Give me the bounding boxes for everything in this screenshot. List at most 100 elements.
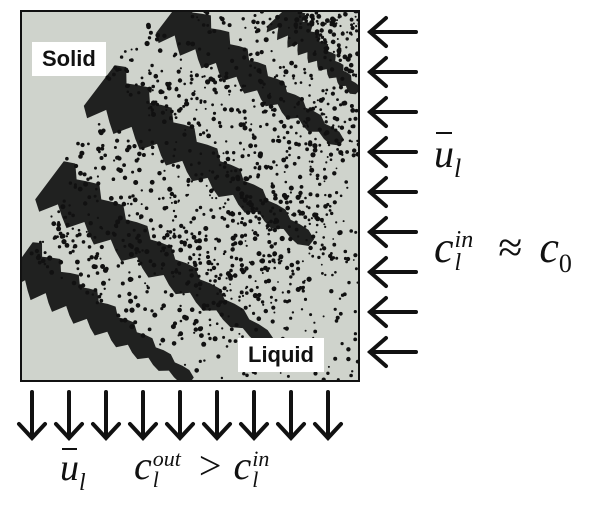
liquid-dot	[257, 210, 262, 215]
stipple-dot	[83, 181, 89, 187]
stipple-dot	[124, 308, 129, 313]
stipple-dot	[256, 316, 262, 322]
liquid-dot	[279, 97, 284, 102]
stipple-dot	[197, 19, 200, 22]
stipple-dot	[108, 196, 114, 201]
stipple-dot	[179, 67, 182, 70]
stipple-dot	[343, 120, 347, 124]
stipple-dot	[248, 175, 252, 179]
stipple-dot	[255, 39, 259, 43]
liquid-dot	[267, 240, 272, 244]
liquid-dot	[238, 257, 243, 262]
stipple-dot	[196, 16, 199, 19]
stipple-dot	[271, 190, 276, 194]
stipple-dot	[268, 104, 274, 109]
liquid-dot	[324, 120, 328, 124]
liquid-dot	[265, 109, 268, 113]
liquid-dot	[169, 196, 172, 199]
stipple-dot	[324, 92, 328, 95]
stipple-dot	[327, 143, 331, 147]
stipple-dot	[245, 291, 249, 295]
liquid-dot	[304, 279, 306, 282]
liquid-dot	[217, 121, 222, 125]
outflow-velocity: ul	[60, 447, 86, 496]
liquid-dot	[308, 192, 313, 197]
stipple-dot	[211, 215, 216, 219]
stipple-dot	[192, 253, 196, 257]
liquid-dot	[318, 143, 322, 147]
stipple-dot	[295, 260, 300, 265]
stipple-dot	[148, 218, 154, 223]
liquid-dot	[335, 167, 338, 170]
stipple-dot	[347, 53, 353, 58]
stipple-dot	[211, 103, 215, 107]
liquid-dot	[265, 223, 270, 229]
stipple-dot	[224, 84, 229, 90]
liquid-dot	[313, 240, 317, 245]
stipple-dot	[197, 257, 201, 261]
stipple-dot	[249, 64, 253, 68]
stipple-dot	[65, 235, 68, 238]
liquid-dot	[311, 254, 315, 258]
stipple-dot	[348, 139, 352, 143]
liquid-dot	[198, 132, 203, 137]
stipple-dot	[170, 270, 175, 275]
stipple-dot	[298, 12, 302, 15]
liquid-dot	[261, 86, 264, 89]
stipple-dot	[149, 90, 152, 93]
liquid-dot	[269, 219, 273, 224]
liquid-dot	[188, 149, 192, 153]
stipple-dot	[152, 234, 156, 239]
stipple-dot	[96, 216, 99, 219]
liquid-dot	[351, 153, 356, 158]
liquid-dot	[255, 161, 259, 166]
liquid-dot	[175, 86, 179, 90]
stipple-dot	[198, 123, 202, 127]
stipple-dot	[286, 290, 291, 294]
liquid-dot	[331, 273, 334, 277]
liquid-dot	[247, 153, 251, 157]
stipple-dot	[198, 253, 202, 257]
stipple-dot	[80, 283, 86, 288]
stipple-dot	[259, 12, 264, 14]
stipple-dot	[211, 265, 217, 271]
liquid-dot	[313, 329, 318, 334]
liquid-dot	[303, 215, 308, 220]
liquid-dot	[273, 311, 276, 314]
stipple-dot	[348, 117, 352, 122]
stipple-dot	[239, 168, 243, 172]
stipple-dot	[62, 199, 66, 203]
liquid-dot	[345, 150, 349, 154]
stipple-dot	[176, 69, 181, 74]
stipple-dot	[43, 251, 47, 255]
stipple-dot	[317, 37, 321, 41]
stipple-dot	[269, 209, 273, 213]
stipple-dot	[137, 91, 141, 95]
stipple-dot	[337, 141, 342, 147]
stipple-dot	[173, 200, 178, 204]
liquid-dot	[245, 285, 249, 289]
stipple-dot	[179, 304, 182, 308]
stipple-dot	[328, 209, 332, 212]
liquid-dot	[272, 228, 277, 233]
liquid-dot	[341, 153, 344, 156]
liquid-dot	[220, 215, 224, 220]
liquid-dot	[208, 308, 212, 311]
liquid-dot	[340, 293, 345, 297]
liquid-dot	[303, 297, 308, 301]
liquid-dot	[304, 142, 308, 146]
left-arrow-icon	[366, 136, 418, 168]
stipple-dot	[183, 363, 187, 366]
liquid-dot	[335, 221, 338, 224]
down-arrow-icon	[202, 390, 232, 441]
liquid-dot	[186, 238, 189, 241]
stipple-dot	[355, 51, 358, 57]
stipple-dot	[157, 171, 162, 176]
stipple-dot	[316, 14, 322, 19]
liquid-dot	[234, 169, 238, 173]
stipple-dot	[256, 251, 262, 257]
stipple-dot	[97, 123, 101, 126]
stipple-dot	[146, 22, 151, 28]
liquid-dot	[293, 106, 296, 109]
stipple-dot	[230, 263, 235, 268]
